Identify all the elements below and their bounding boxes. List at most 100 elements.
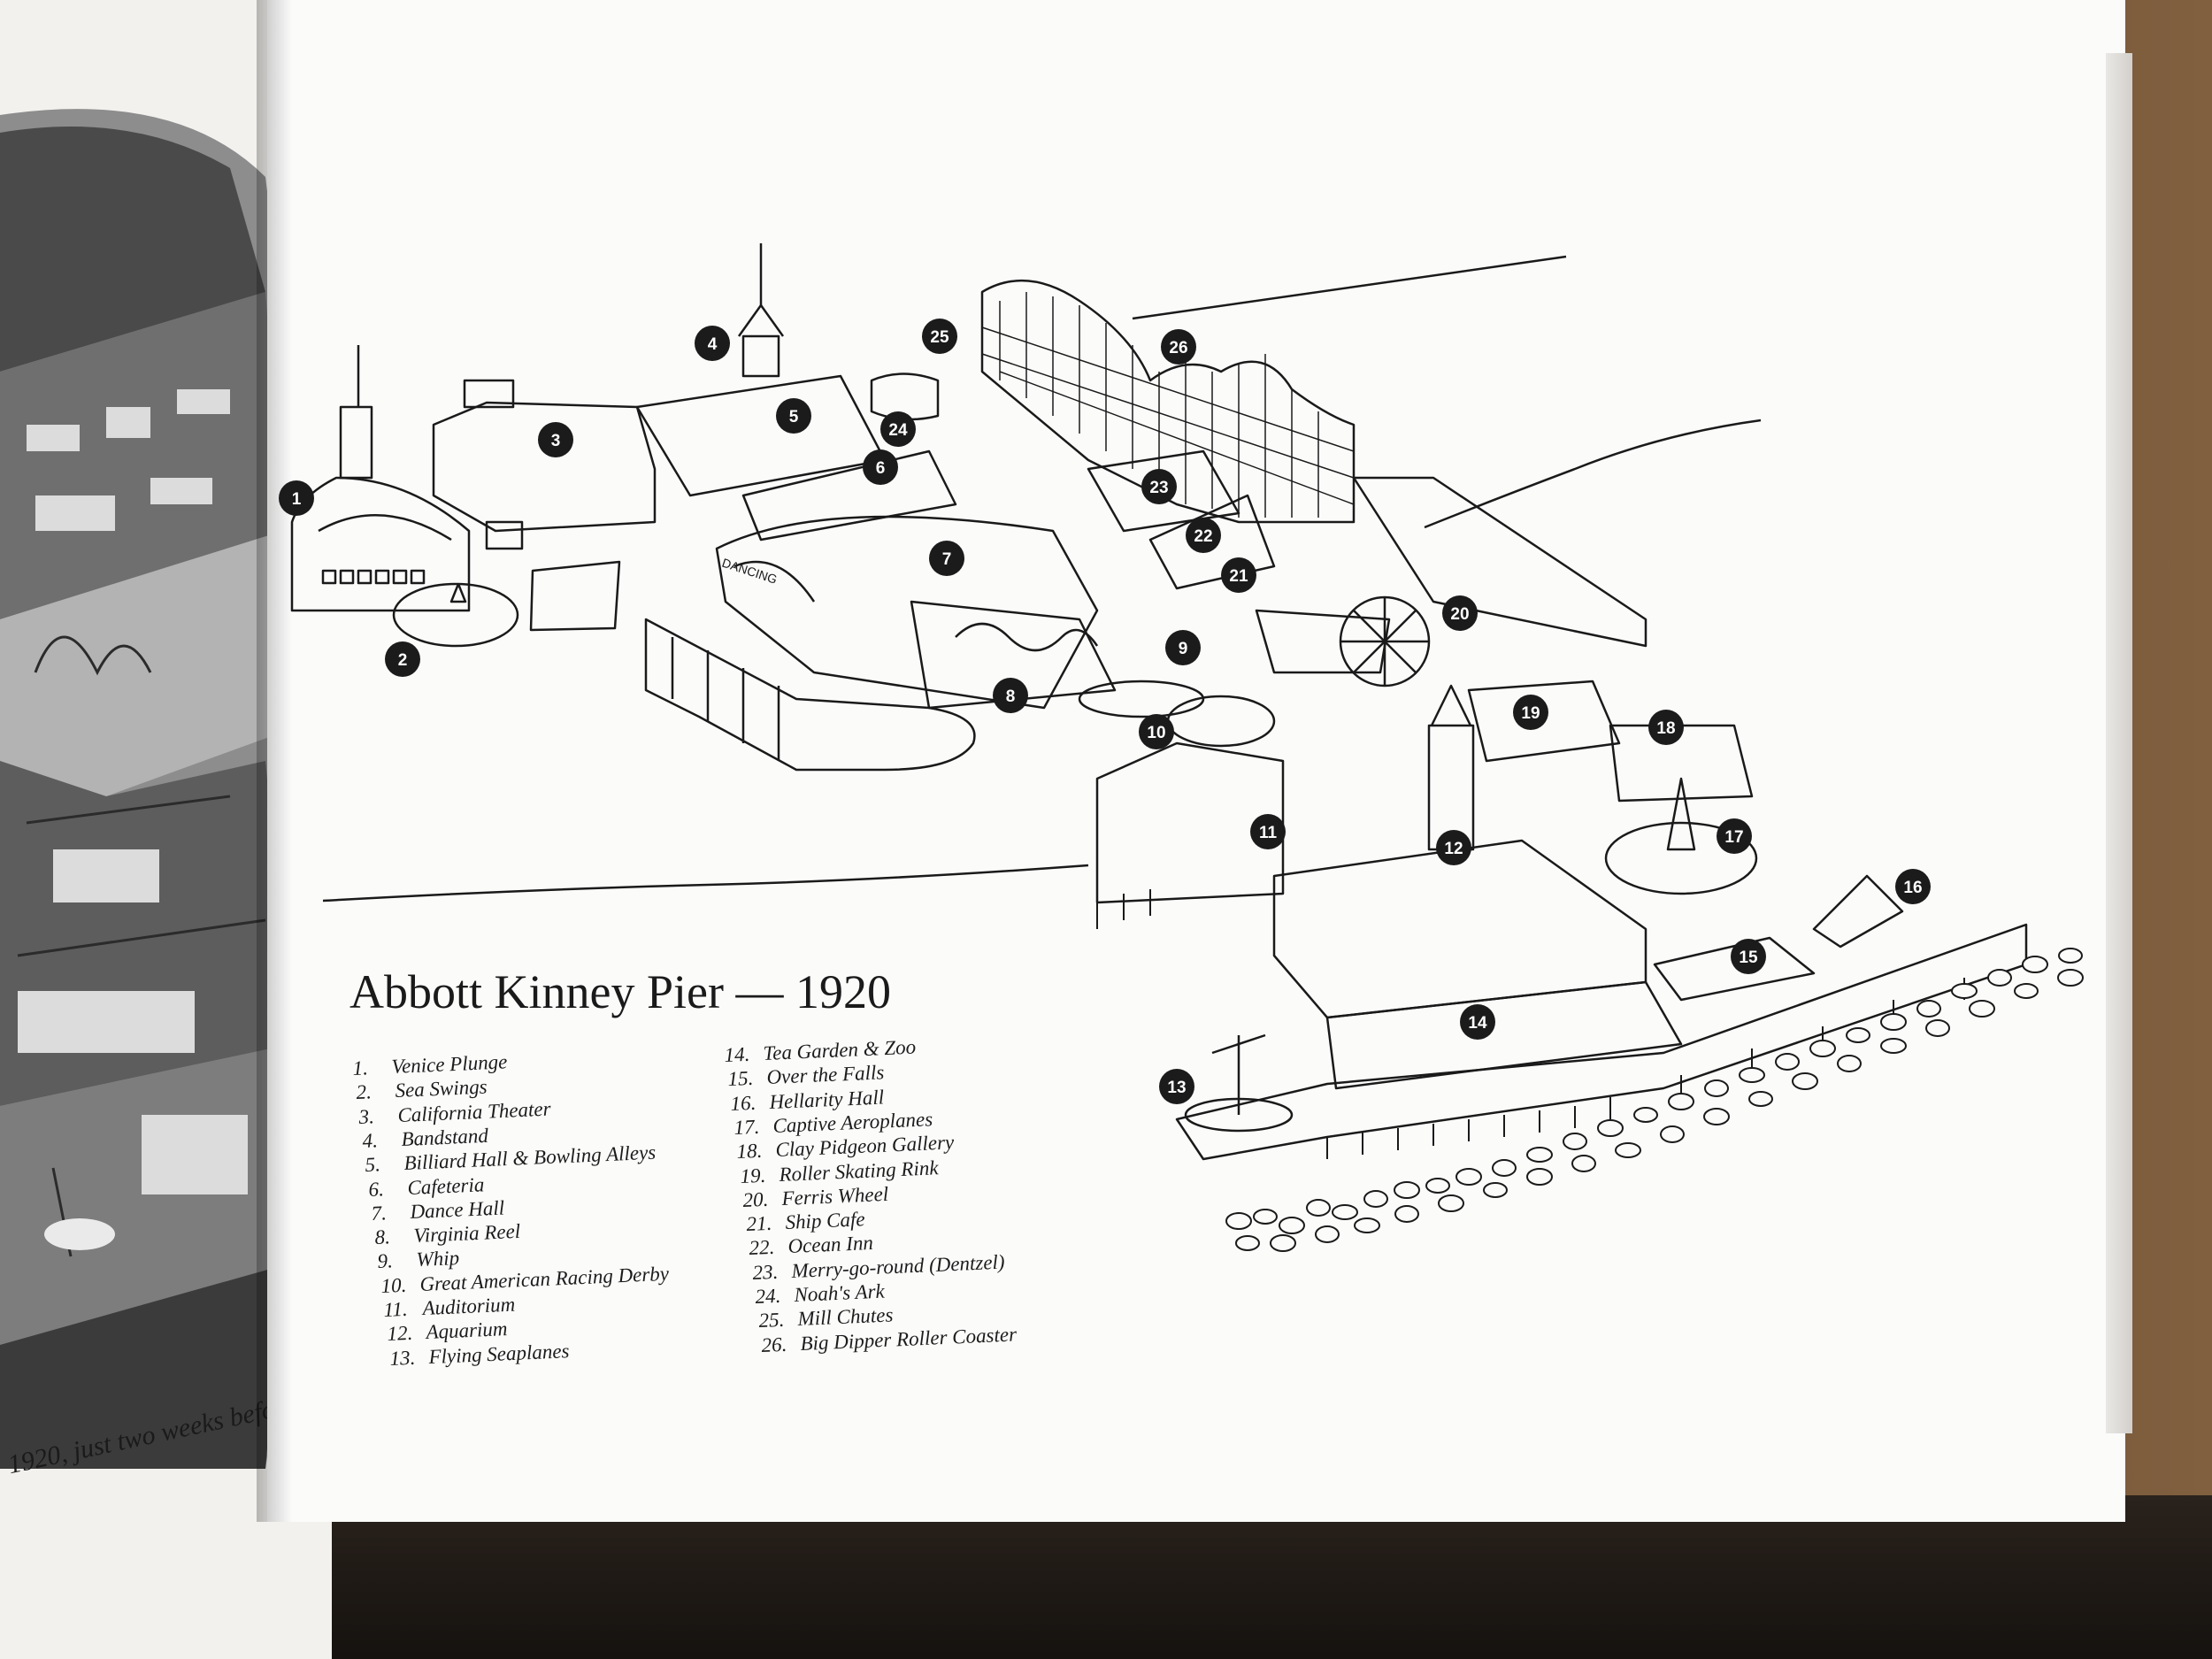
marker-number: 5 xyxy=(789,408,799,426)
legend-label: Cafeteria xyxy=(406,1172,485,1199)
map-marker-15: 15 xyxy=(1731,939,1766,974)
map-marker-3: 3 xyxy=(538,422,573,457)
marker-number: 8 xyxy=(1006,687,1016,706)
legend-label: Bandstand xyxy=(400,1124,488,1150)
legend-number: 20. xyxy=(742,1187,769,1211)
roller-skating-rink xyxy=(1467,680,1621,763)
marker-number: 7 xyxy=(942,550,952,569)
marker-circle xyxy=(1460,1004,1495,1040)
map-marker-25: 25 xyxy=(922,319,957,354)
map-marker-22: 22 xyxy=(1186,518,1221,553)
map-marker-4: 4 xyxy=(695,326,730,361)
legend-label: Virginia Reel xyxy=(412,1219,521,1248)
floor-shadow xyxy=(0,1495,2212,1659)
marker-circle xyxy=(993,678,1028,713)
marker-number: 19 xyxy=(1521,704,1540,723)
marker-circle xyxy=(279,480,314,516)
marker-circle xyxy=(929,541,964,576)
legend-number: 8. xyxy=(373,1225,390,1249)
marker-number: 1 xyxy=(292,490,302,509)
marker-circle xyxy=(1221,557,1256,593)
legend-label: Hellarity Hall xyxy=(768,1086,885,1113)
marker-number: 11 xyxy=(1259,824,1278,842)
tea-garden xyxy=(1272,839,1647,1019)
legend-number: 14. xyxy=(724,1042,750,1066)
flying-seaplanes xyxy=(1184,1033,1294,1133)
marker-circle xyxy=(1159,1069,1194,1104)
marker-number: 23 xyxy=(1149,479,1168,497)
map-marker-11: 11 xyxy=(1250,814,1286,849)
marker-circle xyxy=(1141,469,1177,504)
marker-number: 22 xyxy=(1194,527,1212,546)
map-marker-17: 17 xyxy=(1717,818,1752,854)
map-marker-19: 19 xyxy=(1513,695,1548,730)
billiard-hall xyxy=(635,374,887,497)
marker-circle xyxy=(1895,869,1931,904)
map-marker-10: 10 xyxy=(1139,714,1174,749)
clay-pigeon-gallery xyxy=(1609,724,1754,803)
map-marker-12: 12 xyxy=(1436,830,1471,865)
legend-number: 17. xyxy=(733,1115,760,1139)
pier-pilings xyxy=(1096,889,1965,1159)
legend-number: 19. xyxy=(739,1164,766,1187)
marker-circle xyxy=(880,411,916,447)
north-pier-deck xyxy=(1352,476,1647,648)
marker-number: 25 xyxy=(930,328,949,347)
marker-circle xyxy=(922,319,957,354)
legend-number: 15. xyxy=(726,1067,754,1091)
legend-number: 10. xyxy=(380,1273,407,1297)
marker-circle xyxy=(1717,818,1752,854)
legend-label: Noah's Ark xyxy=(793,1279,886,1307)
legend-number: 6. xyxy=(367,1177,384,1201)
map-marker-23: 23 xyxy=(1141,469,1177,504)
legend-item: 9. Whip xyxy=(377,1247,460,1273)
map-marker-21: 21 xyxy=(1221,557,1256,593)
ocean-inn xyxy=(1148,494,1276,590)
legend-number: 22. xyxy=(749,1236,775,1260)
legend-number: 11. xyxy=(383,1297,409,1321)
marker-number: 13 xyxy=(1167,1079,1186,1097)
map-marker-2: 2 xyxy=(385,641,420,677)
legend-number: 4. xyxy=(361,1129,378,1152)
legend-label: Whip xyxy=(415,1247,460,1271)
pier-illustration: DANCING 12345678910111213141516171819202… xyxy=(279,243,2084,1252)
horizon-line xyxy=(1132,255,1567,320)
legend-number: 24. xyxy=(755,1284,781,1308)
legend-number: 9. xyxy=(377,1249,394,1273)
legend-number: 5. xyxy=(365,1153,381,1177)
marker-circle xyxy=(1436,830,1471,865)
legend-number: 12. xyxy=(386,1322,413,1346)
marker-number: 14 xyxy=(1468,1014,1487,1033)
page-stack-edge xyxy=(2106,53,2132,1433)
marker-number: 18 xyxy=(1656,719,1675,738)
marker-number: 12 xyxy=(1444,840,1463,858)
marker-circle xyxy=(863,449,898,485)
legend-label: Aquarium xyxy=(425,1317,508,1344)
marker-circle xyxy=(1250,814,1286,849)
map-marker-18: 18 xyxy=(1648,710,1684,745)
marker-circle xyxy=(538,422,573,457)
over-the-falls xyxy=(1653,936,1816,1002)
right-page xyxy=(267,0,2125,1522)
mill-chutes xyxy=(870,373,940,421)
boardwalk xyxy=(644,618,976,772)
page-title: Abbott Kinney Pier — 1920 xyxy=(349,965,891,1018)
legend-number: 18. xyxy=(736,1139,763,1164)
marker-number: 6 xyxy=(876,459,886,478)
marker-number: 24 xyxy=(888,421,908,440)
sea-swings xyxy=(392,582,519,648)
legend-number: 25. xyxy=(757,1309,785,1333)
marker-circle xyxy=(695,326,730,361)
legend-label: Dance Hall xyxy=(409,1196,505,1223)
marker-number: 17 xyxy=(1724,828,1743,847)
legend-number: 26. xyxy=(761,1333,787,1356)
legend-number: 2. xyxy=(355,1080,372,1104)
map-marker-24: 24 xyxy=(880,411,916,447)
legend-item: 6. Cafeteria xyxy=(368,1173,485,1202)
legend-number: 1. xyxy=(352,1056,369,1079)
marker-circle xyxy=(1165,630,1201,665)
map-marker-1: 1 xyxy=(279,480,314,516)
marker-number: 15 xyxy=(1739,949,1758,967)
whip-track xyxy=(1078,680,1205,718)
legend-number: 13. xyxy=(389,1346,416,1370)
